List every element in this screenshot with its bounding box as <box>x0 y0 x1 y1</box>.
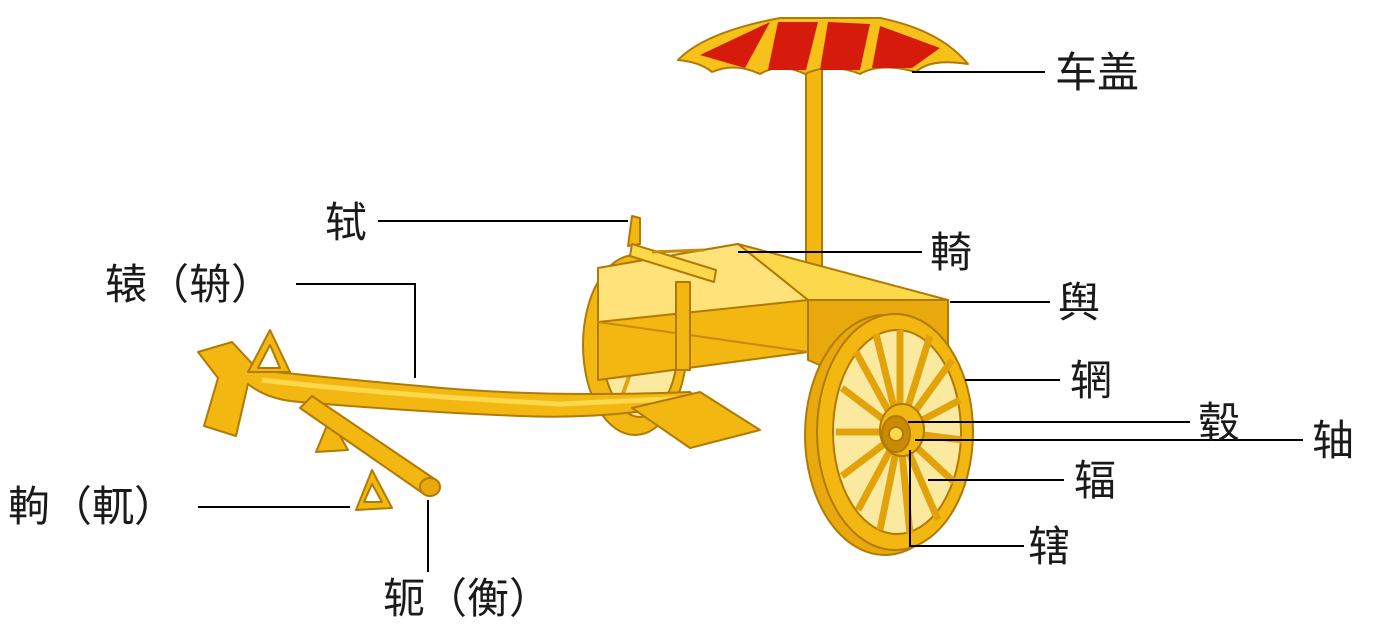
label-shaft: 辕（辀） <box>105 260 274 309</box>
label-yoke: 轭（衡） <box>383 574 552 623</box>
label-canopy: 车盖 <box>1055 48 1140 97</box>
label-rim: 辋 <box>1070 356 1113 405</box>
label-axle: 轴 <box>1312 416 1355 465</box>
label-hub: 毂 <box>1198 398 1241 447</box>
label-linchpin: 辖 <box>1028 522 1071 571</box>
label-rail-front: 轼 <box>325 198 368 247</box>
label-yoke-saddle: 軥（軏） <box>8 482 177 531</box>
yoke-bar <box>299 395 441 497</box>
yoke-saddles <box>247 329 393 511</box>
support-plank <box>631 391 761 449</box>
label-rail-side: 輢 <box>930 228 973 277</box>
label-box: 舆 <box>1058 278 1101 327</box>
canopy <box>677 17 969 75</box>
leader-lines <box>198 71 1303 572</box>
label-spokes: 辐 <box>1074 456 1117 505</box>
right-wheel <box>804 313 974 556</box>
front-rail <box>627 215 717 283</box>
